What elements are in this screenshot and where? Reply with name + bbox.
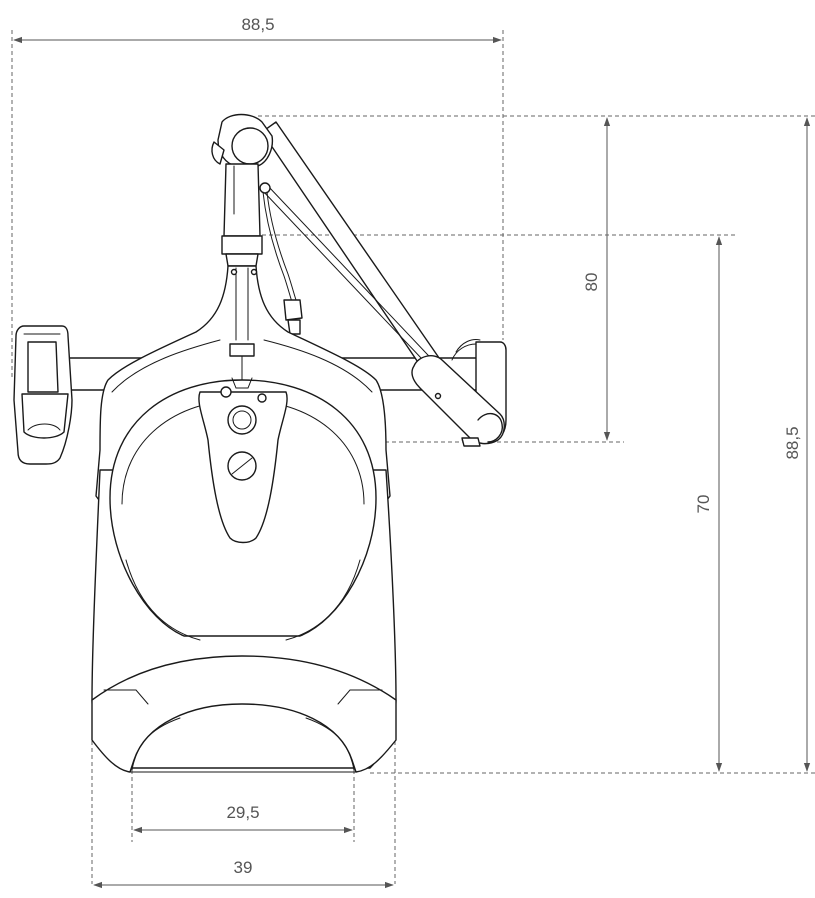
dimension-bottom-width: 39	[91, 720, 396, 889]
pivot-head	[211, 113, 274, 167]
dimension-top-width: 88,5	[11, 15, 504, 378]
hood-shell	[91, 265, 397, 773]
dimension-arm-height: 80	[258, 115, 815, 443]
label-top-width: 88,5	[241, 15, 274, 34]
dimension-opening-width: 29,5	[131, 770, 355, 842]
vertical-post	[221, 163, 271, 267]
label-arm-height: 80	[582, 273, 601, 292]
articulated-arm	[261, 121, 505, 447]
label-bottom-width: 39	[234, 858, 253, 877]
label-hood-height: 70	[694, 495, 713, 514]
power-cable	[262, 191, 303, 335]
hood-dryer-illustration	[13, 113, 507, 773]
dimension-total-height: 88,5	[783, 117, 811, 772]
left-wall-bracket	[13, 325, 73, 465]
label-total-height: 88,5	[783, 426, 802, 459]
label-opening-width: 29,5	[226, 803, 259, 822]
